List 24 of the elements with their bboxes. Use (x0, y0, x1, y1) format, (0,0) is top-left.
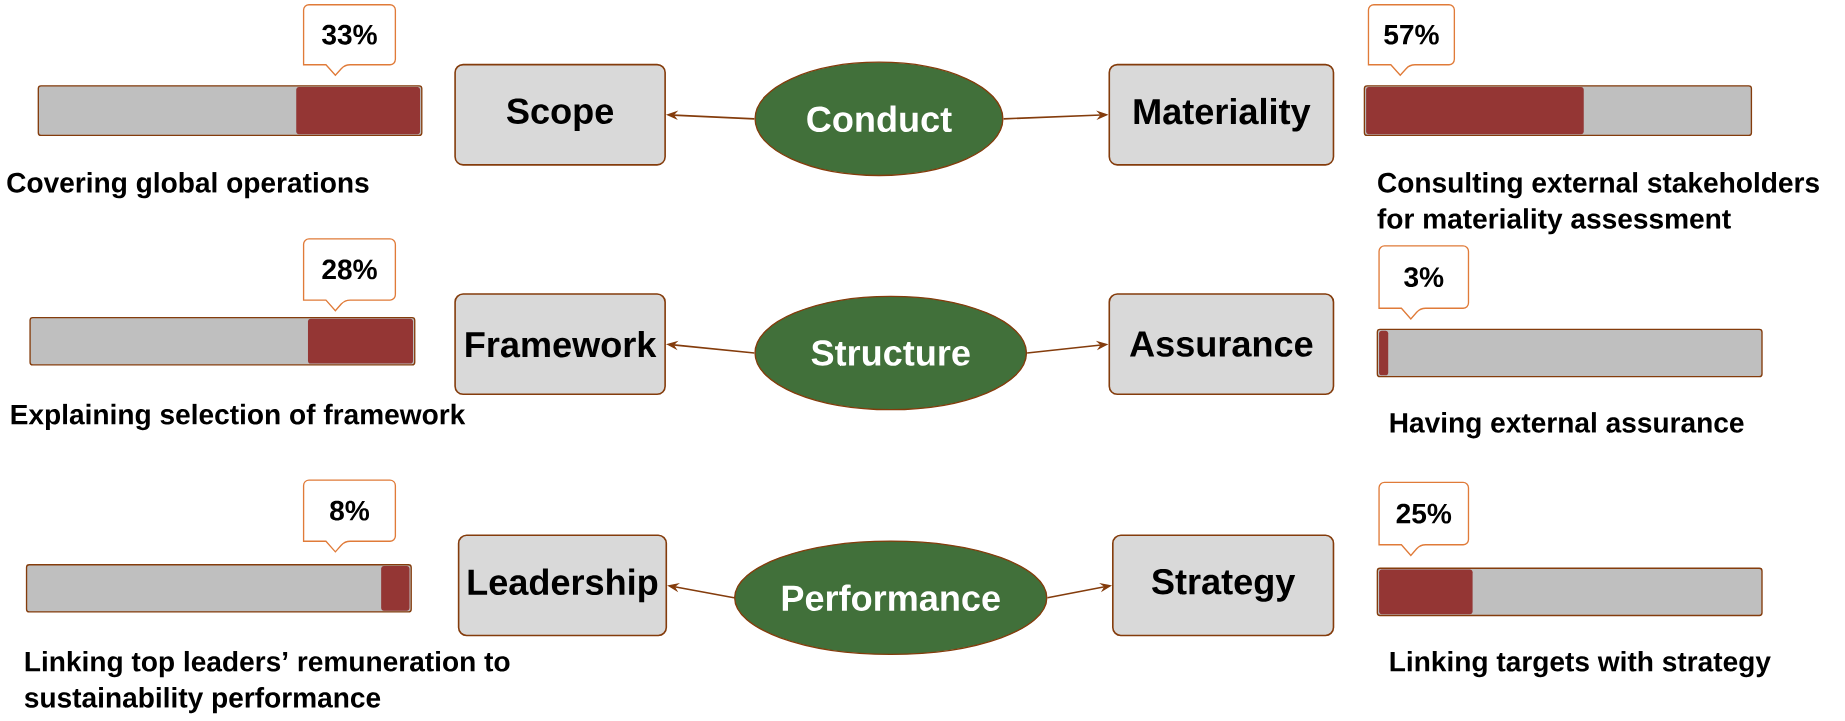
percentage-callout: 8% (302, 479, 397, 553)
progress-bar (25, 563, 412, 613)
progress-bar (1376, 567, 1763, 616)
bar-caption: Covering global operations (7, 171, 369, 199)
label-box: Materiality (1108, 63, 1335, 166)
label-box: Strategy (1112, 534, 1335, 637)
bar-caption: Linking targets with strategy (1390, 650, 1771, 678)
label-box: Scope (454, 63, 666, 166)
percentage-callout: 28% (302, 238, 397, 312)
bar-caption: Linking top leaders’ remuneration to sustainability performance (24, 650, 510, 714)
progress-bar (29, 316, 416, 366)
percentage-callout: 33% (302, 3, 397, 76)
bar-caption: Consulting external stakeholders for materiality assessment (1377, 171, 1819, 235)
label-box: Assurance (1108, 293, 1335, 395)
label-box: Leadership (457, 534, 668, 637)
progress-bar (1363, 85, 1753, 136)
bar-caption: Explaining selection of framework (11, 403, 466, 430)
bar-caption: Having external assurance (1390, 411, 1744, 439)
progress-bar (1376, 328, 1763, 378)
progress-bar (37, 85, 423, 136)
label-box: Framework (454, 293, 666, 395)
percentage-callout: 3% (1378, 245, 1470, 320)
percentage-callout: 57% (1367, 3, 1456, 76)
percentage-callout: 25% (1378, 481, 1470, 556)
